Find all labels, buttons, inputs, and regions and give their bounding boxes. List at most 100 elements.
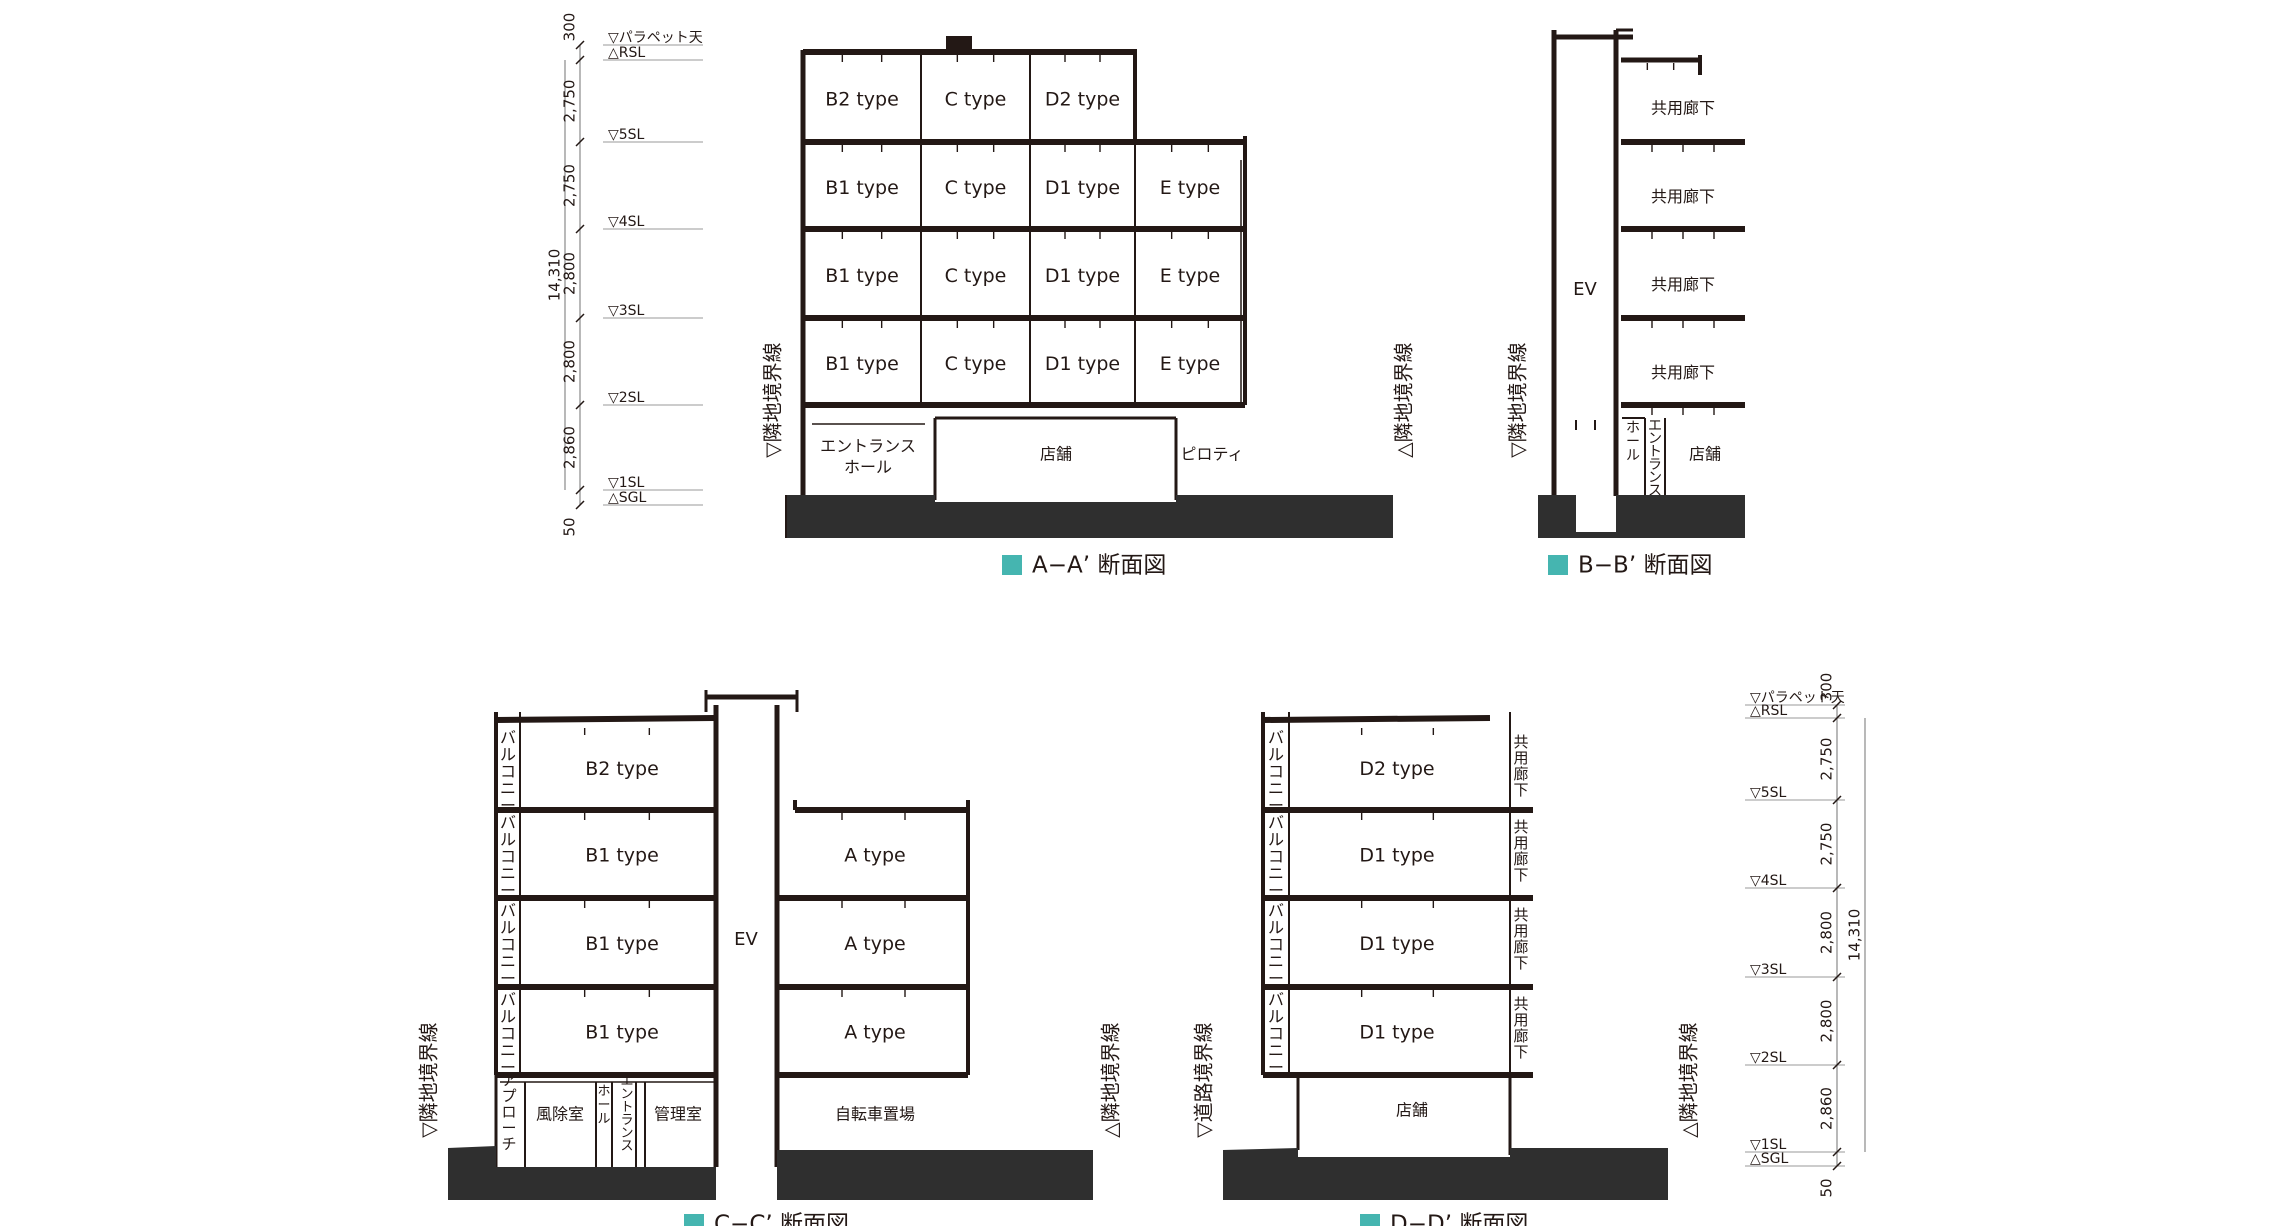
bicycle-parking-label: 自転車置場 xyxy=(835,1105,915,1124)
unit-type-label: E type xyxy=(1160,265,1221,287)
ev-label: EV xyxy=(1573,279,1597,300)
corridor-label-d: 共用廊下 xyxy=(1513,906,1528,972)
interval-label: 300 xyxy=(561,13,579,42)
piloti-label: ピロティ xyxy=(1180,445,1243,464)
boundary-right-label-c: △隣地境界線 xyxy=(1099,1022,1123,1137)
caption-cc: C−C’ 断面図 xyxy=(714,1212,849,1227)
entrance-label-vertical: エントランス xyxy=(1648,418,1662,499)
interval-label: 2,860 xyxy=(561,426,579,469)
corridor-label-d: 共用廊下 xyxy=(1513,818,1528,884)
office-label: 管理室 xyxy=(654,1105,702,1124)
roof-slab-c xyxy=(495,715,715,723)
interval-label: 2,750 xyxy=(561,164,579,207)
level-label: ▽1SL xyxy=(1750,1137,1787,1153)
dim-tick xyxy=(575,137,585,147)
unit-type-label: B1 type xyxy=(825,177,899,199)
dim-tick xyxy=(1832,1147,1842,1157)
level-label: ▽5SL xyxy=(1750,785,1787,801)
unit-type-label: B1 type xyxy=(585,845,659,867)
unit-type-label: C type xyxy=(945,265,1007,287)
unit-type-label: A type xyxy=(844,845,905,867)
level-label: ▽4SL xyxy=(608,214,645,230)
unit-type-label: E type xyxy=(1160,353,1221,375)
caption-dd: D−D’ 断面図 xyxy=(1390,1212,1528,1227)
balcony-label-d: バルコニー xyxy=(1268,813,1284,900)
corridor-label: 共用廊下 xyxy=(1651,99,1715,118)
vestibule-label: 風除室 xyxy=(536,1105,584,1124)
balcony-label-d: バルコニー xyxy=(1268,901,1284,988)
ground-bb xyxy=(1538,495,1745,538)
balcony-label: バルコニー xyxy=(500,813,516,900)
unit-type-label: D1 type xyxy=(1045,265,1120,287)
total-height-label: 14,310 xyxy=(1846,909,1864,962)
shop-label-d: 店舗 xyxy=(1396,1101,1428,1120)
dim-tick xyxy=(575,224,585,234)
unit-type-label: C type xyxy=(945,353,1007,375)
interval-label: 2,800 xyxy=(1818,1000,1836,1043)
corridor-label: 共用廊下 xyxy=(1651,275,1715,294)
level-label: ▽3SL xyxy=(608,303,645,319)
dim-tick xyxy=(1832,1060,1842,1070)
unit-type-label: D1 type xyxy=(1359,933,1434,955)
shop-label: 店舗 xyxy=(1040,445,1072,464)
interval-label: 2,860 xyxy=(1818,1087,1836,1130)
hall-label: ホール xyxy=(844,458,892,477)
dim-tick xyxy=(1832,1161,1842,1171)
balcony-label: バルコニー xyxy=(500,901,516,988)
unit-type-label: E type xyxy=(1160,177,1221,199)
ground-dd xyxy=(1223,1148,1668,1200)
dim-tick xyxy=(575,500,585,510)
balcony-label: バルコニー xyxy=(500,990,516,1077)
corridor-label: 共用廊下 xyxy=(1651,187,1715,206)
corridor-label: 共用廊下 xyxy=(1651,363,1715,382)
unit-type-label: D1 type xyxy=(1045,177,1120,199)
balcony-label-d: バルコニー xyxy=(1268,990,1284,1077)
unit-type-label: C type xyxy=(945,89,1007,111)
level-label: ▽5SL xyxy=(608,127,645,143)
level-label: ▽4SL xyxy=(1750,873,1787,889)
unit-type-label: B1 type xyxy=(585,933,659,955)
interval-label: 2,750 xyxy=(1818,738,1836,781)
dim-tick xyxy=(1832,883,1842,893)
hall-label-c: ホール xyxy=(597,1084,610,1127)
dim-tick xyxy=(1832,713,1842,723)
ground-aa xyxy=(786,495,1393,538)
caption-bb: B−B’ 断面図 xyxy=(1578,553,1712,579)
dim-tick xyxy=(575,313,585,323)
unit-type-label: B1 type xyxy=(825,265,899,287)
level-label: △SGL xyxy=(608,490,647,506)
caption-aa: A−A’ 断面図 xyxy=(1032,553,1166,579)
level-label: ▽パラペット天 xyxy=(608,30,703,46)
approach-label: アプローチ xyxy=(501,1071,516,1153)
dim-tick xyxy=(575,400,585,410)
interval-label: 2,750 xyxy=(1818,823,1836,866)
boundary-right-label: △隣地境界線 xyxy=(1392,342,1416,457)
total-height-label: 14,310 xyxy=(546,249,564,302)
unit-type-label: A type xyxy=(844,1022,905,1044)
level-label: ▽パラペット天 xyxy=(1750,690,1845,706)
boundary-left-label: ▽隣地境界線 xyxy=(761,342,785,457)
balcony-label: バルコニー xyxy=(500,728,516,815)
interval-label: 50 xyxy=(561,517,579,536)
interval-label: 2,800 xyxy=(561,252,579,295)
entrance-label-c: エントランス xyxy=(620,1074,633,1154)
boundary-left-label-d: ▽道路境界線 xyxy=(1192,1022,1216,1137)
unit-type-label: D1 type xyxy=(1045,353,1120,375)
interval-label: 2,800 xyxy=(1818,911,1836,954)
dim-tick xyxy=(575,485,585,495)
roof-vent xyxy=(946,36,972,52)
ground-cc xyxy=(448,1146,1093,1200)
interval-label: 50 xyxy=(1818,1178,1836,1197)
unit-type-label: B2 type xyxy=(585,758,659,780)
unit-type-label: B1 type xyxy=(825,353,899,375)
level-label: ▽3SL xyxy=(1750,962,1787,978)
boundary-left-label-c: ▽隣地境界線 xyxy=(417,1022,441,1137)
unit-type-label: A type xyxy=(844,933,905,955)
dim-tick xyxy=(575,55,585,65)
level-label: ▽2SL xyxy=(1750,1050,1787,1066)
interval-label: 300 xyxy=(1818,673,1836,702)
roof-slab-d xyxy=(1262,715,1491,723)
level-label: △RSL xyxy=(608,45,645,61)
